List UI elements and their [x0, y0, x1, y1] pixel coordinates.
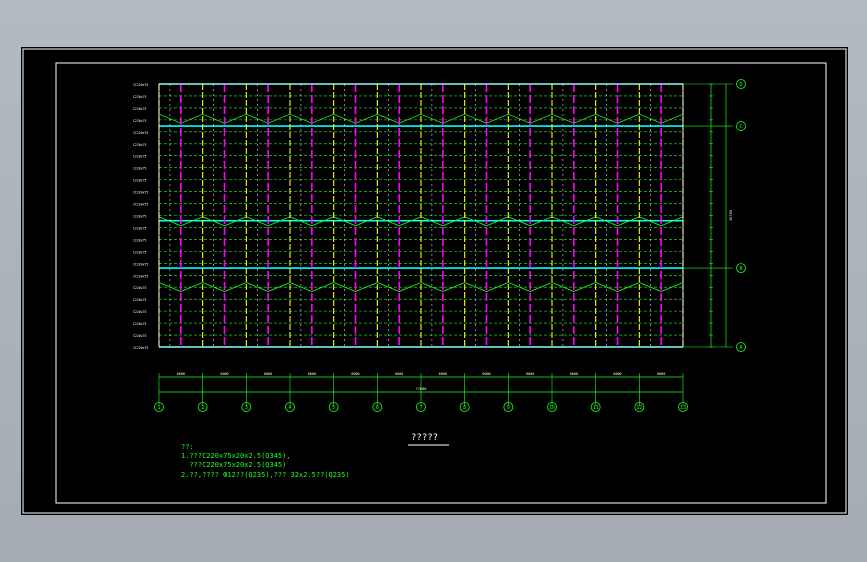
bay-dimension: 6000: [308, 372, 316, 376]
bay-dimension: 6000: [395, 372, 403, 376]
grid-column-label: 12: [636, 405, 642, 411]
grid-row-label: A: [739, 345, 742, 351]
purlin-label: 2C220x75: [133, 203, 148, 207]
purlin-label: C220x75: [133, 155, 147, 159]
grid-bubble: [416, 402, 426, 412]
purlin-label: 2C220x75: [133, 274, 148, 278]
right-total-dimension: 36700: [729, 210, 733, 221]
bay-dimension: 6000: [657, 372, 665, 376]
grid-bubble: [547, 402, 557, 412]
inner-border: [55, 62, 827, 504]
grid-column-label: 10: [549, 405, 555, 411]
purlin-label: C220x75: [133, 322, 147, 326]
bay-dimension: 6000: [264, 372, 272, 376]
roof-purlin-plan: 2C220x75C220x75C220x75C220x752C220x75C22…: [22, 48, 847, 514]
bay-dimension: 6000: [613, 372, 621, 376]
grid-column-label: 2: [201, 405, 204, 411]
grid-bubble: [241, 402, 252, 412]
total-dimension: 77000: [416, 387, 427, 391]
grid-bubble: [459, 402, 470, 412]
purlin-label: C220x75: [133, 238, 147, 242]
grid-row-label: B: [739, 266, 742, 272]
grid-column-label: 1: [157, 405, 160, 411]
grid-column-label: 9: [507, 405, 510, 411]
outer-border: [22, 48, 847, 514]
grid-bubble: [590, 402, 601, 412]
plan-outline: [158, 83, 684, 348]
row-bubble: [736, 263, 746, 274]
purlin-label: C220x75: [133, 250, 147, 254]
bay-dimension: 6000: [439, 372, 447, 376]
note-line-1: 1.???C220x75x20x2.5(Q345),: [181, 452, 291, 460]
purlin-label: C220x75: [133, 119, 147, 123]
grid-bubble: [503, 402, 514, 412]
grid-bubble: [328, 402, 339, 412]
purlin-label: C220x75: [133, 226, 147, 230]
bay-dimension: 6000: [482, 372, 490, 376]
purlin-label: 2C220x75: [133, 346, 148, 350]
purlin-label: 2C220x75: [133, 83, 148, 87]
grid-bubble: [154, 402, 164, 412]
grid-column-label: 5: [332, 405, 335, 411]
grid-bubble: [634, 402, 645, 412]
bay-dimension: 6000: [220, 372, 228, 376]
grid-bubble: [678, 402, 688, 412]
grid-row-label: D: [739, 82, 742, 88]
grid-column-label: 3: [245, 405, 248, 411]
drawing-title: ?????: [411, 433, 439, 443]
grid-column-label: 13: [680, 405, 686, 411]
purlin-label: C220x75: [133, 107, 147, 111]
note-line-2: ???C220x75x20x2.5(Q345): [181, 461, 287, 469]
purlin-label: 2C220x75: [133, 262, 148, 266]
grid-column-label: 11: [593, 405, 599, 411]
purlin-label: C220x75: [133, 298, 147, 302]
grid-column-label: 4: [288, 405, 291, 411]
purlin-label: C220x75: [133, 310, 147, 314]
row-bubble: [736, 121, 746, 131]
brace-zigzag: [158, 216, 684, 227]
grid-column-label: 7: [419, 405, 422, 411]
purlin-label: C220x75: [133, 167, 147, 171]
grid-bubble: [285, 402, 295, 412]
bay-dimension: 6000: [570, 372, 578, 376]
purlin-label: C220x75: [133, 179, 147, 183]
row-bubble: [736, 79, 746, 89]
note-line-3: 2.??,???? Ф12??(Q235),??? 32x2.5??(Q235): [181, 471, 350, 479]
brace-zigzag: [158, 282, 684, 292]
grid-bubble: [197, 402, 208, 412]
bay-dimension: 6000: [177, 372, 185, 376]
purlin-label: 2C220x75: [133, 131, 148, 135]
purlin-label: C220x75: [133, 143, 147, 147]
purlin-label: C220x75: [133, 95, 147, 99]
purlin-label: C220x75: [133, 334, 147, 338]
note-heading: ??:: [181, 443, 194, 451]
bay-dimension: 6000: [351, 372, 359, 376]
grid-column-label: 8: [463, 405, 466, 411]
purlin-label: C220x75: [133, 286, 147, 290]
grid-bubble: [372, 402, 383, 412]
grid-column-label: 6: [376, 405, 379, 411]
row-bubble: [736, 342, 746, 352]
bay-dimension: 6000: [526, 372, 534, 376]
purlin-label: 2C220x75: [133, 191, 148, 195]
grid-row-label: C: [739, 124, 742, 130]
purlin-label: C220x75: [133, 215, 147, 219]
